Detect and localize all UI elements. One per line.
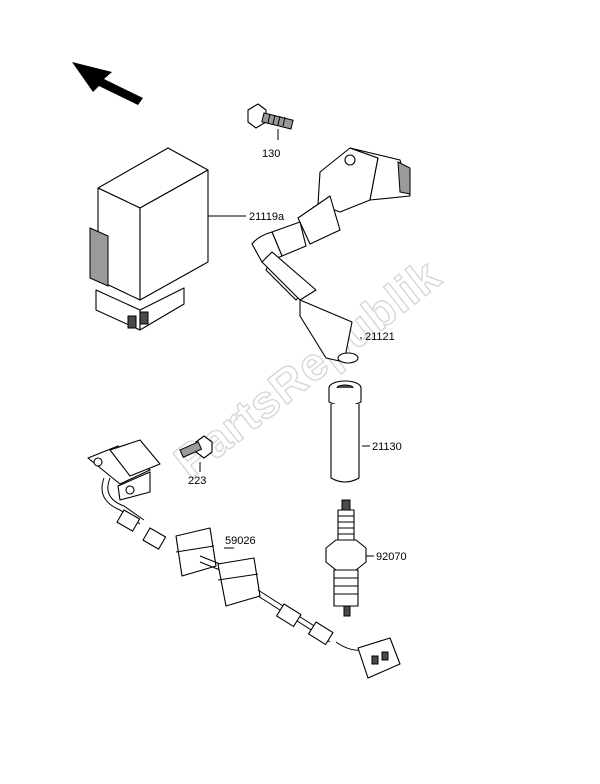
pickup-coil-harness[interactable] xyxy=(87,439,401,679)
spark-plug[interactable] xyxy=(325,499,374,617)
part-label-21121: 21121 xyxy=(365,331,395,343)
bolt-223[interactable] xyxy=(179,435,213,472)
ignition-coil[interactable] xyxy=(251,147,411,364)
part-label-59026: 59026 xyxy=(225,535,256,547)
ignitor-unit[interactable] xyxy=(89,147,246,331)
front-direction-arrow-icon xyxy=(72,62,143,105)
part-label-223: 223 xyxy=(188,475,206,487)
part-label-21119a: 21119a xyxy=(249,211,285,223)
part-label-92070: 92070 xyxy=(376,551,407,563)
part-label-130: 130 xyxy=(262,148,280,160)
spark-plug-cap[interactable] xyxy=(328,380,370,483)
part-label-21130: 21130 xyxy=(372,441,402,453)
bolt-130[interactable] xyxy=(247,103,294,140)
